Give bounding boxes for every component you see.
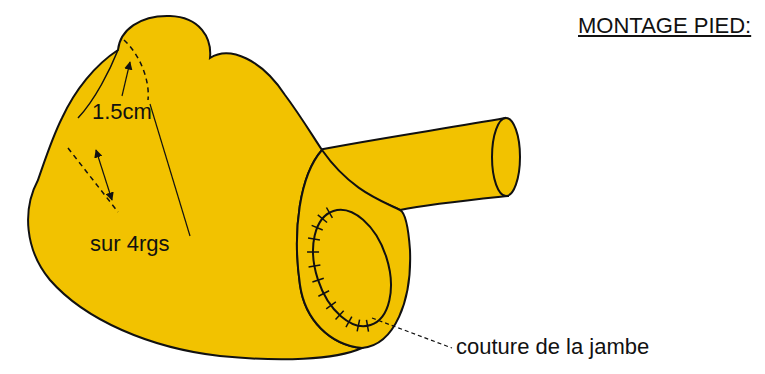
stitch-mark: [318, 291, 329, 296]
stitch-mark: [336, 311, 344, 320]
stitch-mark: [312, 225, 323, 230]
stitch-mark: [357, 320, 359, 332]
decrease-line: [68, 148, 118, 212]
stitch-mark: [326, 207, 332, 217]
dimension-label: sur 4rgs: [90, 232, 169, 256]
seam-stitches: [307, 207, 368, 331]
leader-line: [150, 104, 190, 236]
stitch-mark: [307, 251, 319, 253]
dimension-label: 1.5cm: [92, 100, 152, 124]
stitch-mark: [312, 278, 323, 282]
dimension-arrow: [96, 150, 112, 200]
leg-attachment: [297, 150, 410, 348]
tube-opening: [492, 118, 520, 196]
stitch-mark: [366, 320, 368, 332]
leader-line: [372, 318, 452, 348]
stitch-mark: [346, 317, 352, 327]
stitch-mark: [318, 215, 327, 223]
stitch-mark: [326, 302, 336, 309]
title: MONTAGE PIED:: [578, 14, 751, 38]
dimension-arrow: [122, 62, 130, 96]
seam-label: couture de la jambe: [456, 335, 649, 359]
stitch-mark: [308, 238, 320, 240]
leg-seam-oval: [299, 200, 405, 336]
stitch-mark: [309, 265, 321, 267]
